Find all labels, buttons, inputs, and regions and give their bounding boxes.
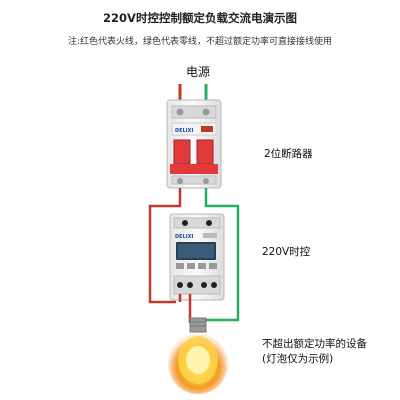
diagram-title: 220V时控控制额定负载交流电演示图 bbox=[103, 11, 297, 25]
bulb-socket bbox=[189, 317, 207, 333]
legend-note: 注:红色代表火线，绿色代表零线，不超过额定功率可直接接线使用 bbox=[67, 37, 333, 47]
live-wire-mid bbox=[148, 188, 182, 304]
timer: DELIXI bbox=[169, 213, 225, 301]
power-label: 电源 bbox=[186, 65, 211, 79]
breaker-switch-right bbox=[196, 139, 214, 165]
breaker-label: 2位断路器 bbox=[264, 148, 313, 160]
device-note: (灯泡仅为示例) bbox=[262, 353, 334, 365]
neutral-wire-out bbox=[204, 318, 240, 322]
device-label: 不超出额定功率的设备 bbox=[262, 338, 367, 350]
breaker-brand: DELIXI bbox=[175, 128, 193, 134]
timer-brand: DELIXI bbox=[175, 234, 193, 240]
breaker: DELIXI bbox=[166, 99, 222, 189]
breaker-to-timer-wires bbox=[148, 188, 240, 318]
timer-label: 220V时控 bbox=[262, 246, 311, 258]
neutral-wire-mid bbox=[204, 188, 240, 318]
light-bulb-icon bbox=[168, 317, 228, 394]
breaker-switch-left bbox=[173, 139, 191, 165]
